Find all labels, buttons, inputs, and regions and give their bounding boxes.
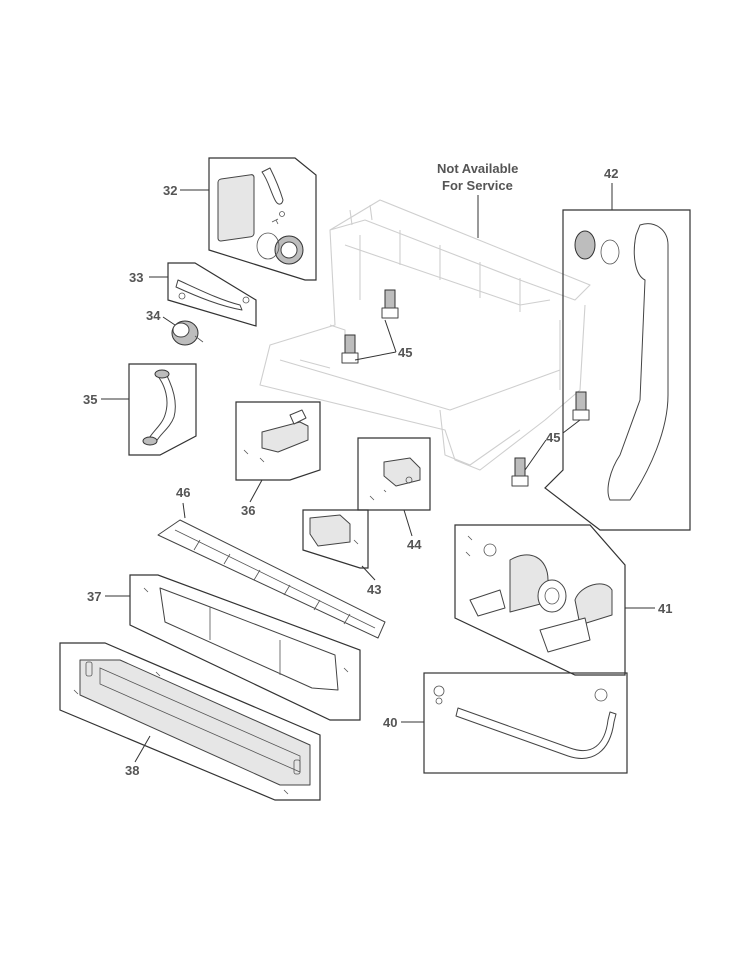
part-36-frame xyxy=(235,401,321,481)
part-32-hose xyxy=(261,167,284,205)
part-43-bracket xyxy=(309,514,351,547)
not-available-note-line1: Not Available xyxy=(437,161,518,176)
part-40-clamp-left xyxy=(433,685,445,697)
part-41-frame xyxy=(454,524,626,676)
part-40-frame xyxy=(423,672,628,774)
part-40-group xyxy=(423,672,628,774)
part-44-frame xyxy=(357,437,431,511)
callout-45-a: 45 xyxy=(398,345,412,360)
part-42-ring xyxy=(600,239,620,265)
base-frame-ghost xyxy=(259,199,591,471)
callout-42: 42 xyxy=(604,166,618,181)
part-38-toekick xyxy=(79,659,311,786)
callout-43: 43 xyxy=(367,582,381,597)
part-44-bracket xyxy=(383,457,421,487)
part-44-group xyxy=(357,437,431,511)
part-33-hose xyxy=(175,279,243,311)
part-42-spray-arm xyxy=(607,223,669,501)
part-42-group xyxy=(544,209,691,531)
callout-32: 32 xyxy=(163,183,177,198)
callout-35: 35 xyxy=(83,392,97,407)
callout-45-b: 45 xyxy=(546,430,560,445)
part-42-nut xyxy=(574,230,596,260)
part-37-panel xyxy=(159,587,339,691)
part-40-clamp-right xyxy=(594,688,608,702)
part-38-group xyxy=(59,642,321,801)
part-33-group xyxy=(167,262,257,327)
part-37-group xyxy=(129,574,361,721)
part-45-legs xyxy=(341,289,590,487)
callout-46: 46 xyxy=(176,485,190,500)
part-32-group xyxy=(208,157,317,281)
part-36-bracket xyxy=(261,421,309,453)
part-32-frame xyxy=(208,157,317,281)
callout-33: 33 xyxy=(129,270,143,285)
callout-44: 44 xyxy=(407,537,422,552)
callout-38: 38 xyxy=(125,763,139,778)
part-33-frame xyxy=(167,262,257,327)
part-34-pump xyxy=(171,320,204,346)
callout-40: 40 xyxy=(383,715,397,730)
part-36-group xyxy=(235,401,321,481)
part-43-group xyxy=(302,509,369,569)
part-38-frame xyxy=(59,642,321,801)
leg-a xyxy=(381,289,399,319)
leg-b xyxy=(341,334,359,364)
callout-36: 36 xyxy=(241,503,255,518)
part-41-wheel xyxy=(537,579,567,613)
part-42-frame xyxy=(544,209,691,531)
callout-34: 34 xyxy=(146,308,161,323)
leg-c xyxy=(572,391,590,421)
part-41-group xyxy=(454,524,626,676)
part-40-hose xyxy=(455,707,617,759)
callout-41: 41 xyxy=(658,601,672,616)
part-35-frame xyxy=(128,363,197,456)
part-41-motor-housing xyxy=(574,583,613,626)
part-32-housing xyxy=(217,174,255,242)
part-35-hose xyxy=(147,371,176,443)
leg-d xyxy=(511,457,529,487)
callout-37: 37 xyxy=(87,589,101,604)
not-available-note-line2: For Service xyxy=(442,178,513,193)
part-46-rail xyxy=(157,519,386,639)
part-32-o-ring xyxy=(256,232,280,260)
part-37-frame xyxy=(129,574,361,721)
part-35-group xyxy=(128,363,197,456)
